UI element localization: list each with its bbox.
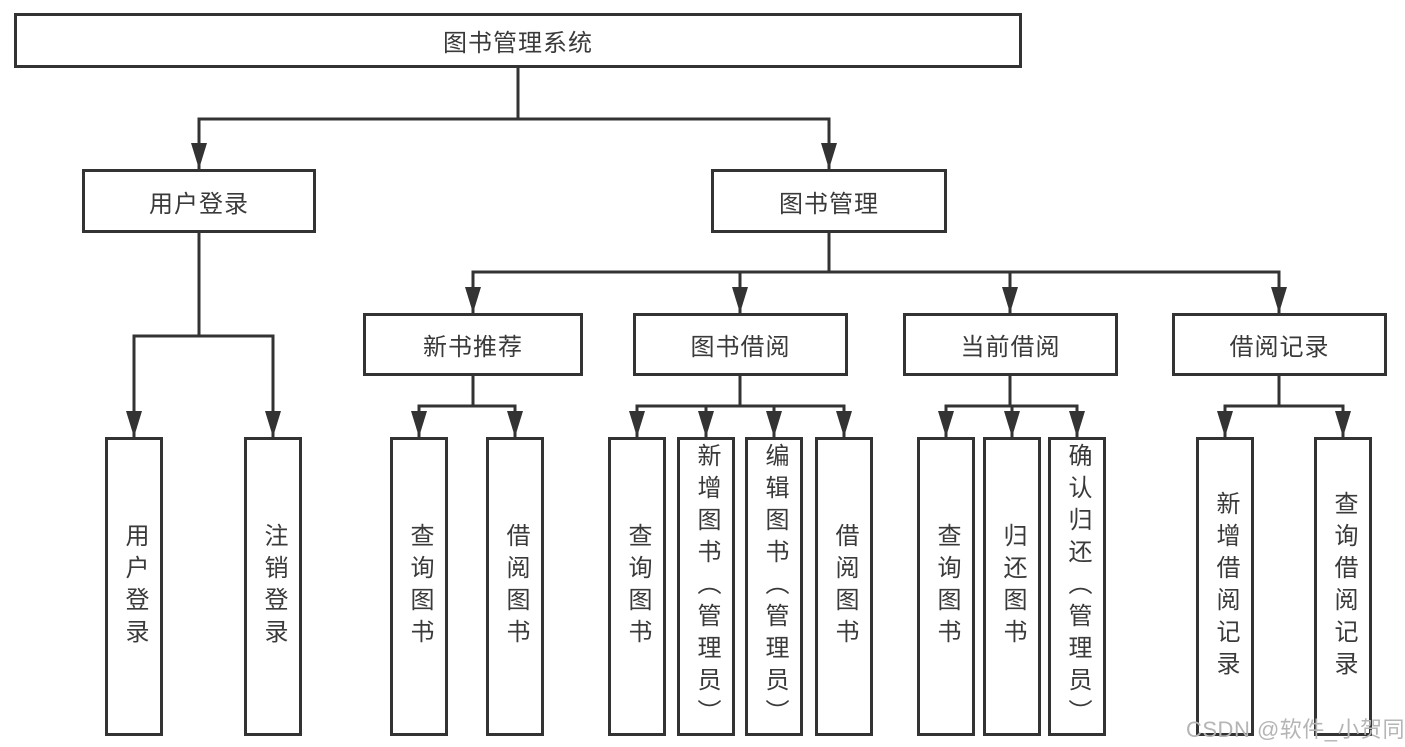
node-records: 借阅记录 (1172, 313, 1387, 376)
leaf-user-login-label: 用户登录 (121, 522, 148, 651)
node-book-mgmt: 图书管理 (711, 169, 947, 233)
leaf-user-login: 用户登录 (105, 437, 163, 736)
leaf-edit-book-label: 编辑图书（管理员） (761, 442, 788, 731)
leaf-add-record: 新增借阅记录 (1196, 437, 1254, 736)
leaf-query-book-3-label: 查询图书 (933, 522, 960, 651)
node-book-mgmt-label: 图书管理 (779, 190, 879, 218)
leaf-confirm-return-label: 确认归还（管理员） (1064, 442, 1091, 731)
node-current-label: 当前借阅 (960, 334, 1061, 361)
node-user-login: 用户登录 (82, 169, 316, 233)
node-borrow: 图书借阅 (633, 313, 848, 376)
leaf-borrow-book-1-label: 借阅图书 (502, 522, 529, 651)
node-user-login-label: 用户登录 (149, 190, 249, 218)
leaf-query-book-2-label: 查询图书 (624, 522, 651, 651)
node-root: 图书管理系统 (14, 13, 1022, 68)
node-new-book: 新书推荐 (363, 313, 583, 376)
leaf-query-book-2: 查询图书 (608, 437, 666, 736)
leaf-borrow-book-1: 借阅图书 (486, 437, 544, 736)
leaf-logout-label: 注销登录 (260, 522, 287, 651)
node-borrow-label: 图书借阅 (690, 334, 791, 361)
leaf-query-record-label: 查询借阅记录 (1330, 490, 1357, 683)
leaf-query-book-1-label: 查询图书 (406, 522, 433, 651)
leaf-add-book: 新增图书（管理员） (677, 437, 735, 736)
leaf-confirm-return: 确认归还（管理员） (1048, 437, 1106, 736)
node-new-book-label: 新书推荐 (423, 334, 523, 361)
leaf-return-book-label: 归还图书 (999, 522, 1026, 651)
watermark-text: CSDN @软件_小贺同学 (1186, 717, 1405, 742)
leaf-query-book-1: 查询图书 (390, 437, 448, 736)
leaf-borrow-book-2: 借阅图书 (815, 437, 873, 736)
leaf-query-book-3: 查询图书 (917, 437, 975, 736)
leaf-logout: 注销登录 (244, 437, 302, 736)
leaf-add-record-label: 新增借阅记录 (1212, 490, 1239, 683)
leaf-return-book: 归还图书 (983, 437, 1041, 736)
node-records-label: 借阅记录 (1229, 334, 1330, 361)
leaf-edit-book: 编辑图书（管理员） (745, 437, 803, 736)
node-root-label: 图书管理系统 (443, 30, 593, 57)
leaf-query-record: 查询借阅记录 (1314, 437, 1372, 736)
leaf-borrow-book-2-label: 借阅图书 (831, 522, 858, 651)
node-current: 当前借阅 (903, 313, 1118, 376)
leaf-add-book-label: 新增图书（管理员） (693, 442, 720, 731)
